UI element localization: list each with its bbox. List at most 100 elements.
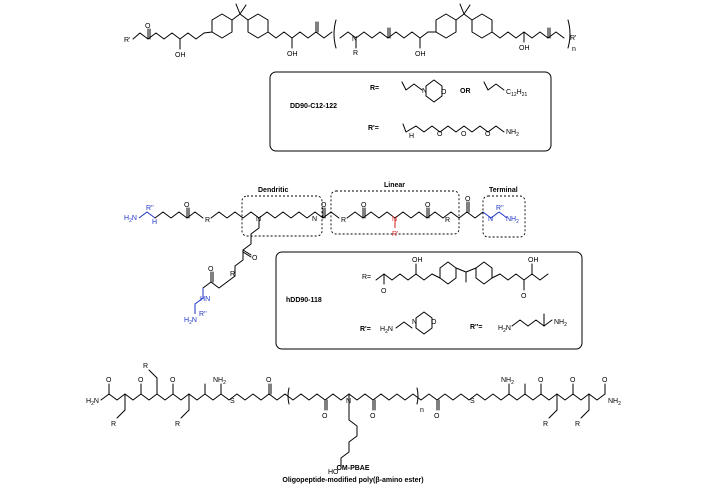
dd90-n-atom: N (352, 36, 357, 43)
dd90-o-label-1: O (145, 23, 151, 30)
peg-amine-substituent (402, 123, 505, 133)
hdd90-rprime-n: N (412, 319, 417, 326)
dd90-peg-o-3: O (485, 131, 491, 138)
hdd90-n-linear: N (392, 216, 397, 223)
dd90-oh-label-1: OH (175, 52, 186, 59)
om-o-8: O (538, 377, 544, 384)
om-o-5: O (322, 413, 328, 420)
hdd90-rdprime-left: R'' (146, 205, 154, 212)
om-h2n-left: H2N (86, 398, 99, 407)
morpholinoethyl-substituent (401, 79, 443, 103)
dd90-or-text: OR (460, 88, 471, 95)
om-pbae-structure (100, 369, 606, 467)
dd90-oh-label-3: OH (415, 51, 426, 58)
hdd90-r-prime-linear: R' (392, 231, 398, 238)
hdd90-o-branch-2: O (208, 266, 214, 273)
om-o-3: O (170, 377, 176, 384)
hdd90-o-1: O (184, 202, 190, 209)
hdd90-o-5: O (465, 196, 471, 203)
hdd90-rdprime-terminal: R'' (496, 205, 504, 212)
dd90-peg-o-2: O (461, 131, 467, 138)
om-r-1: R (111, 421, 116, 428)
hdd90-n-dendritic: N (256, 216, 261, 223)
om-o-9: O (570, 377, 576, 384)
dd90-oh-label-2: OH (287, 51, 298, 58)
dd90-r-label: R= (370, 85, 379, 92)
om-o-2: O (138, 377, 144, 384)
om-pbae-subtitle: Oligopeptide-modified poly(β-amino ester… (282, 477, 423, 484)
om-r-5: R (575, 421, 580, 428)
dd90-r-prime-left: R' (124, 37, 130, 44)
hdd90-rprime-h2n: H2N (380, 326, 393, 335)
dd90-c12h21-label: C12H21 (506, 89, 527, 98)
dd90-c12-122-backbone (132, 3, 571, 50)
hdd90-r-1: R (205, 217, 210, 224)
hdd90-o-3: O (361, 202, 367, 209)
hdd90-h2n-branch: H2N (184, 317, 197, 326)
hdd90-r-oh-2: OH (528, 257, 539, 264)
hdd90-r-label: R= (362, 274, 371, 281)
hdd90-rdprime-nh2: NH2 (554, 319, 567, 328)
hdd90-o-4: O (425, 202, 431, 209)
om-nh2-left: NH2 (213, 377, 226, 386)
dd90-oh-label-4: OH (519, 45, 530, 52)
om-s-right: S (470, 398, 475, 405)
hdd90-backbone (138, 201, 508, 314)
terminal-label: Terminal (489, 187, 518, 194)
om-o-1: O (106, 377, 112, 384)
om-s-left: S (230, 398, 235, 405)
hdd90-r-diacrylate (375, 261, 549, 291)
dd90-morpholine-n: N (422, 88, 427, 95)
hdd90-n-dendritic-2: N (312, 216, 317, 223)
dd90-peg-o-1: O (437, 131, 443, 138)
om-ho: HO (328, 469, 339, 476)
om-nh2-end: NH2 (608, 398, 621, 407)
hdd90-h-left: H (152, 219, 157, 226)
dd90-nh-label: H (409, 133, 414, 140)
hdd90-nh2-terminal: NH2 (506, 216, 519, 225)
dd90-morpholine-o: O (441, 89, 447, 96)
hdd90-compound-name: hDD90-118 (286, 297, 322, 304)
dd90-peg-nh2: NH2 (506, 129, 519, 138)
om-o-6: O (370, 413, 376, 420)
hdd90-r-prime-morpholinoethylamine (395, 311, 433, 335)
hdd90-r-o-2: O (521, 293, 527, 300)
hdd90-rdprime-branch: R'' (199, 311, 207, 318)
hdd90-r-dprime-diamine (511, 313, 553, 327)
om-pbae-title: OM-PBAE (336, 465, 369, 472)
linear-label: Linear (384, 182, 405, 189)
dd90-repeat-n: n (572, 46, 576, 53)
om-n-center: N (346, 398, 351, 405)
hdd90-r-2: R (341, 217, 346, 224)
hdd90-r-o-1: O (381, 288, 387, 295)
hdd90-nh-branch: HN (200, 296, 210, 303)
dd90-legend-box (269, 71, 552, 152)
om-o-4: O (266, 377, 272, 384)
hdd90-r-dprime-label: R''= (470, 324, 482, 331)
hdd90-rprime-o: O (431, 319, 437, 326)
hdd90-n-terminal: N (488, 216, 493, 223)
hdd90-r-branch: R (230, 271, 235, 278)
dendritic-label: Dendritic (258, 187, 288, 194)
hdd90-rdprime-h2n: H2N (498, 325, 511, 334)
hdd90-legend-box (275, 251, 583, 350)
hdd90-r-3: R (445, 217, 450, 224)
om-o-7: O (434, 413, 440, 420)
om-r-2: R (143, 363, 148, 370)
terminal-dashed-box (482, 195, 526, 238)
hdd90-h2n-left: H2N (124, 215, 137, 224)
dd90-compound-name: DD90-C12-122 (290, 103, 337, 110)
dendritic-dashed-box (241, 195, 323, 237)
om-nh2-right: NH2 (501, 377, 514, 386)
dd90-r-atom: R (353, 50, 358, 57)
hdd90-r-oh-1: OH (412, 257, 423, 264)
hdd90-o-2: O (321, 202, 327, 209)
dd90-r-prime-right: R' (570, 35, 576, 42)
om-r-4: R (543, 421, 548, 428)
hdd90-r-prime-label: R'= (360, 326, 371, 333)
om-repeat-n: n (420, 407, 424, 414)
dd90-r-prime-label: R'= (368, 125, 379, 132)
hdd90-o-branch: O (252, 255, 258, 262)
om-r-3: R (175, 421, 180, 428)
